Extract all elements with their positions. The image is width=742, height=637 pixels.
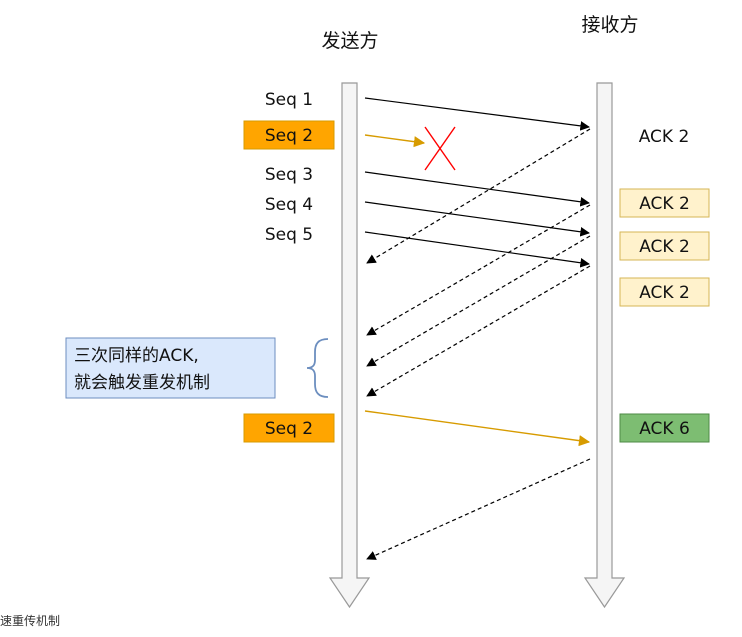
receiver-ack-dup-2: ACK 2 [619,231,710,261]
ack-box [619,188,710,218]
seq-highlight-box [243,413,335,443]
segment-arrow-seq-4 [364,201,590,237]
sender-seq-1: Seq 1 [265,90,313,110]
ack-arrow-2 [366,204,591,336]
seq-label: Seq 2 [265,419,313,439]
ack-label: ACK 6 [639,419,690,439]
receiver-ack-dup-3: ACK 2 [619,277,710,307]
seq-label: Seq 2 [265,126,313,146]
segment-arrow-seq-3 [364,171,590,207]
receiver-timeline [583,82,626,609]
sender-timeline [328,82,371,609]
receiver-header: 接收方 [581,14,638,36]
segment-arrow-seq-2-lost [364,134,426,148]
sender-seq-2-retransmit: Seq 2 [243,413,335,443]
note-line-1: 三次同样的ACK, [74,346,199,366]
sender-header: 发送方 [321,30,378,52]
ack-box [619,413,710,443]
ack-arrow-5 [366,458,591,560]
sender-seq-2-lost: Seq 2 [243,120,335,150]
sender-seq-3: Seq 3 [265,165,313,185]
receiver-ack-6: ACK 6 [619,413,710,443]
figure-caption: 速重传机制 [0,614,61,628]
lost-packet-cross-icon [424,126,456,171]
ack-label: ACK 2 [639,237,690,257]
ack-box [619,277,710,307]
ack-arrow-4 [366,265,591,397]
seq-label: Seq 5 [265,225,313,245]
ack-label: ACK 2 [639,283,690,303]
sender-seq-4: Seq 4 [265,195,313,215]
seq-label: Seq 1 [265,90,313,110]
ack-label: ACK 2 [639,194,690,214]
ack-arrow-3 [366,235,591,367]
ack-label: ACK 2 [639,127,690,147]
segment-arrow-seq-2-retransmit [364,410,591,447]
seq-label: Seq 3 [265,165,313,185]
receiver-ack-plain: ACK 2 [639,127,690,147]
sender-seq-5: Seq 5 [265,225,313,245]
seq-label: Seq 4 [265,195,313,215]
brace-icon [306,338,329,398]
fast-retransmit-note: 三次同样的ACK, 就会触发重发机制 [65,337,329,399]
note-line-2: 就会触发重发机制 [74,373,210,393]
ack-box [619,231,710,261]
receiver-ack-dup-1: ACK 2 [619,188,710,218]
segment-arrow-seq-1 [364,97,590,131]
ack-arrow-1 [366,128,591,264]
seq-highlight-box [243,120,335,150]
note-box [65,337,276,399]
segment-arrow-seq-5 [364,231,590,268]
